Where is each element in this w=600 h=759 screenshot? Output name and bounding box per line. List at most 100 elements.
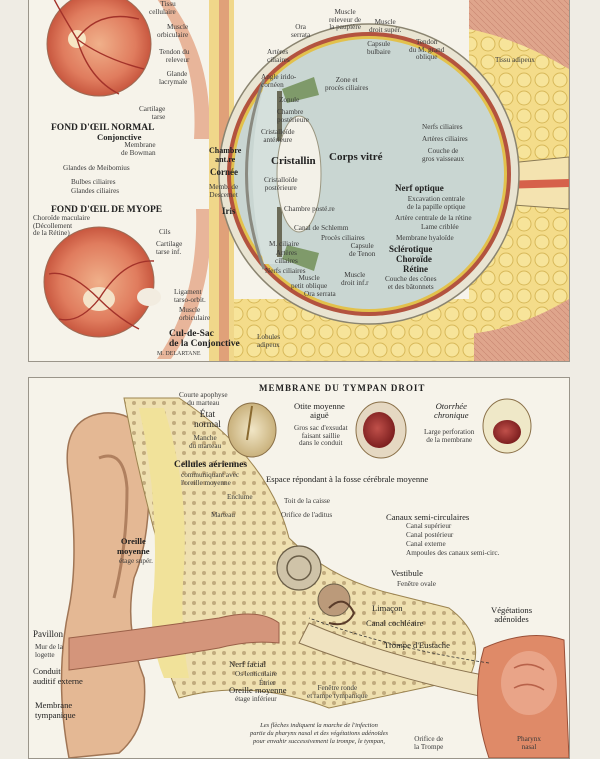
label-etage-inf: étage inférieur bbox=[235, 695, 277, 703]
label-conjonctive: Conjonctive bbox=[97, 132, 142, 142]
label-otite-moyenne: Otite moyenne aiguë bbox=[294, 401, 345, 420]
infection-path-note: Les flèches indiquent la marche de l'inf… bbox=[249, 722, 389, 745]
label-excavation: Excavation centrale de la papille optiqu… bbox=[407, 195, 466, 211]
label-artere-centrale: Artère centrale de la rétine bbox=[395, 214, 472, 222]
label-nerf-facial: Nerf facial bbox=[229, 659, 266, 669]
label-etrier: Étrier bbox=[259, 679, 276, 687]
eye-anatomy-panel: Tissu cellulaire Muscle orbiculaire Tend… bbox=[28, 0, 570, 362]
label-otorrhee: Otorrhée chronique bbox=[434, 401, 469, 420]
label-enclume: Enclume bbox=[227, 493, 253, 501]
ear-anatomy-panel: MEMBRANE DU TYMPAN DROIT Courte apophyse… bbox=[28, 377, 570, 759]
label-nerfs-ciliaires-right: Nerfs ciliaires bbox=[422, 123, 463, 131]
label-tissu-adipeux-top: Tissu adipeux bbox=[495, 56, 535, 64]
label-etage-sup: étage supér. bbox=[119, 557, 153, 565]
label-os-lenticulaire: Os lenticulaire bbox=[235, 670, 278, 678]
label-etat-normal: État normal bbox=[194, 410, 221, 430]
label-capsule-bulbaire: Capsule bulbaire bbox=[367, 40, 391, 56]
label-canaux-semi: Canaux semi-circulaires bbox=[386, 512, 470, 522]
label-couche-gros-vaisseaux: Couche de gros vaisseaux bbox=[422, 147, 465, 163]
label-iris: Iris bbox=[222, 206, 236, 216]
label-cellules-aeriennes: Cellules aériennes bbox=[174, 460, 248, 470]
label-canal-externe: Canal externe bbox=[406, 540, 446, 548]
label-cristallin: Cristallin bbox=[271, 155, 316, 167]
label-canal-superieur: Canal supérieur bbox=[406, 522, 452, 530]
label-manche-marteau: Manche du marteau bbox=[189, 434, 222, 450]
label-canal-posterieur: Canal postérieur bbox=[406, 531, 454, 539]
label-choroide: Choroïde bbox=[396, 254, 432, 264]
label-cils: Cils bbox=[159, 228, 171, 236]
label-couche-cones: Couche des cônes et des bâtonnets bbox=[385, 275, 437, 291]
label-fond-oeil-normal: FOND D'ŒIL NORMAL bbox=[51, 123, 155, 133]
label-bulbes-ciliaires: Bulbes ciliaires bbox=[71, 178, 116, 186]
label-cornee: Cornée bbox=[210, 167, 238, 177]
ear-panel-title: MEMBRANE DU TYMPAN DROIT bbox=[259, 383, 426, 393]
label-conduit-auditif: Conduit auditif externe bbox=[33, 666, 83, 686]
label-arteres-ciliaires-bot: Artères ciliaires bbox=[275, 249, 298, 265]
label-espace: Espace répondant à la fosse cérébrale mo… bbox=[266, 474, 429, 484]
label-cartilage-tarse-inf: Cartilage tarse inf. bbox=[156, 240, 183, 256]
label-pharynx: Pharynx nasal bbox=[517, 735, 541, 751]
label-muscle-releveur: Muscle releveur de la paupière bbox=[329, 8, 362, 32]
label-choroide-maculaire: Choroïde maculaire (Décollement de la Ré… bbox=[33, 214, 90, 238]
label-large-perforation: Large perforation de la membrane bbox=[424, 428, 475, 444]
label-muscle-droit-sup: Muscle droit supér. bbox=[369, 18, 402, 34]
label-cristalloide-post: Cristalloïde postérieure bbox=[264, 176, 298, 192]
label-vegetations: Végétations adénoïdes bbox=[491, 605, 533, 624]
label-capsule-tenon: Capsule de Tenon bbox=[349, 242, 376, 258]
label-muscle-petit-oblique: Muscle petit oblique bbox=[291, 274, 328, 290]
label-cristalloide-ant: Cristalloïde antérieure bbox=[261, 128, 295, 144]
label-tendon-grand-oblique: Tendon du M. grand oblique bbox=[409, 38, 445, 62]
label-membrane-hyaloide: Membrane hyaloïde bbox=[396, 234, 454, 242]
label-muscle-orbiculaire-bot: Muscle orbiculaire bbox=[179, 306, 211, 322]
label-sclerotique: Sclérotique bbox=[389, 244, 433, 254]
label-ligament-tarso: Ligament tarso-orbit. bbox=[174, 288, 206, 304]
label-membrane-bowman: Membrane de Bowman bbox=[121, 141, 156, 157]
label-marteau: Marteau bbox=[211, 511, 235, 519]
label-memb-descemet: Memb. de Descemet bbox=[209, 183, 239, 199]
label-vestibule: Vestibule bbox=[391, 568, 423, 578]
label-oreille-moyenne-inf: Oreille moyenne bbox=[229, 685, 287, 695]
label-membrane-tympanique: Membrane tympanique bbox=[35, 700, 76, 720]
label-tissu-cellulaire: Tissu cellulaire bbox=[149, 0, 176, 16]
label-glandes-meibomius: Glandes de Meibomius bbox=[63, 164, 130, 172]
eye-cross-section-illustration bbox=[43, 0, 569, 361]
label-glandes-ciliaires: Glandes ciliaires bbox=[71, 187, 120, 195]
label-ampoules: Ampoules des canaux semi-circ. bbox=[406, 549, 500, 557]
label-pavillon: Pavillon bbox=[33, 629, 64, 639]
label-m-ciliaire: M. ciliaire bbox=[269, 240, 299, 248]
label-fenetre-ovale: Fenêtre ovale bbox=[397, 580, 436, 588]
label-zonule: Zonule bbox=[279, 96, 300, 104]
label-chambre-posterieure-top: Chambre postérieure bbox=[277, 108, 309, 124]
label-courte-apophyse: Courte apophyse du marteau bbox=[179, 391, 228, 407]
label-muscle-orbiculaire-top: Muscle orbiculaire bbox=[157, 23, 189, 39]
ear-cross-section-illustration bbox=[60, 397, 569, 758]
label-gros-sac: Gros sac d'exsudat faisant saillie dans … bbox=[294, 424, 348, 448]
label-arteres-ciliaires-top: Artères ciliaires bbox=[267, 48, 290, 64]
label-nerf-optique: Nerf optique bbox=[395, 183, 444, 193]
label-angle-iridocorneen: Angle irido- cornéen bbox=[261, 73, 297, 89]
label-orifice-aditus: Orifice de l'aditus bbox=[281, 511, 333, 519]
label-cartilage-tarse-top: Cartilage tarse bbox=[139, 105, 166, 121]
label-fond-oeil-myope: FOND D'ŒIL DE MYOPE bbox=[51, 205, 163, 215]
illustrator-signature: M. DELARTANE bbox=[157, 351, 201, 357]
label-canal-schlemm: Canal de Schlemm bbox=[294, 224, 349, 232]
label-lame-criblee: Lame criblée bbox=[421, 223, 459, 231]
label-trompe: Trompe d'Eustache bbox=[384, 640, 450, 650]
label-limacon: Limaçon bbox=[372, 603, 403, 613]
label-nerfs-ciliaires-bot: Nerfs ciliaires bbox=[265, 267, 306, 275]
label-toit-caisse: Toit de la caisse bbox=[284, 497, 330, 505]
label-chambre-post-bottom: Chambre posté.re bbox=[284, 205, 335, 213]
label-lobules-adipeux: Lobules adipeux bbox=[257, 333, 281, 349]
label-tendon-releveur: Tendon du releveur bbox=[159, 48, 190, 64]
label-fenetre-ronde: Fenêtre ronde et rampe tympanique bbox=[307, 684, 368, 700]
label-ora-serrata-bot: Ora serrata bbox=[304, 290, 336, 298]
label-ora-serrata-top: Ora serrata bbox=[291, 23, 311, 39]
label-cul-de-sac: Cul-de-Sac de la Conjonctive bbox=[169, 329, 240, 349]
label-corps-vitre: Corps vitré bbox=[329, 151, 383, 163]
label-zone-proces: Zone et procès ciliaires bbox=[325, 76, 369, 92]
label-retine: Rétine bbox=[403, 264, 428, 274]
label-canal-cochleaire: Canal cochléaire bbox=[366, 618, 424, 628]
label-arteres-ciliaires-right: Artères ciliaires bbox=[422, 135, 468, 143]
label-communiquant: communiquant avec l'oreille moyenne bbox=[181, 471, 240, 487]
label-chambre-ant: Chambre ant.re bbox=[209, 146, 242, 164]
